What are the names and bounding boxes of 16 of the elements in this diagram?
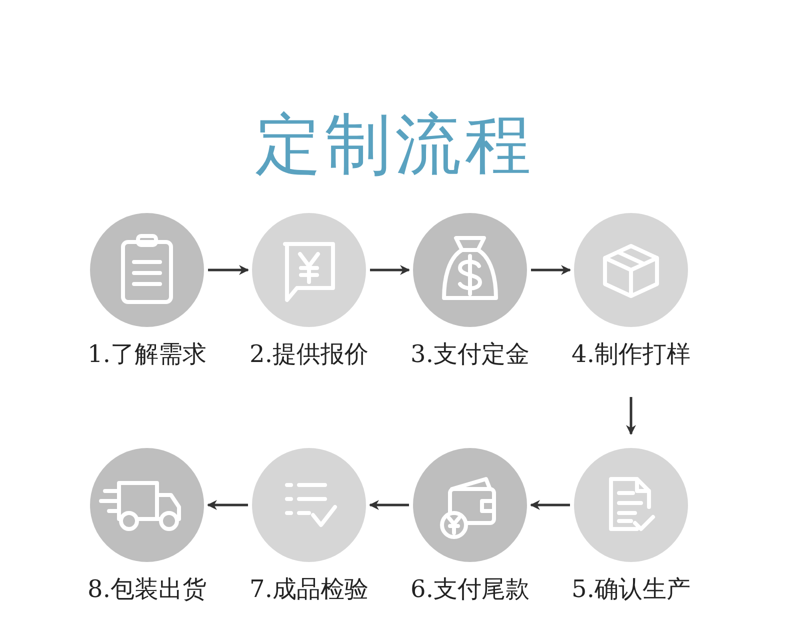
arrow [626, 397, 636, 435]
step-label: 1.了解需求 [86, 339, 208, 369]
step-label: 2.提供报价 [248, 339, 370, 369]
step-label: 8.包装出货 [86, 574, 208, 604]
step-label: 4.制作打样 [570, 339, 692, 369]
arrow [370, 265, 410, 275]
step-label: 7.成品检验 [248, 574, 370, 604]
arrow [208, 265, 249, 275]
step-label: 6.支付尾款 [410, 574, 530, 604]
step-label: 3.支付定金 [410, 339, 530, 369]
arrow [530, 500, 570, 510]
arrow [207, 500, 248, 510]
arrow [531, 265, 571, 275]
arrow [369, 500, 409, 510]
title: 定制流程 [254, 105, 536, 185]
step-label: 5.确认生产 [570, 574, 692, 604]
